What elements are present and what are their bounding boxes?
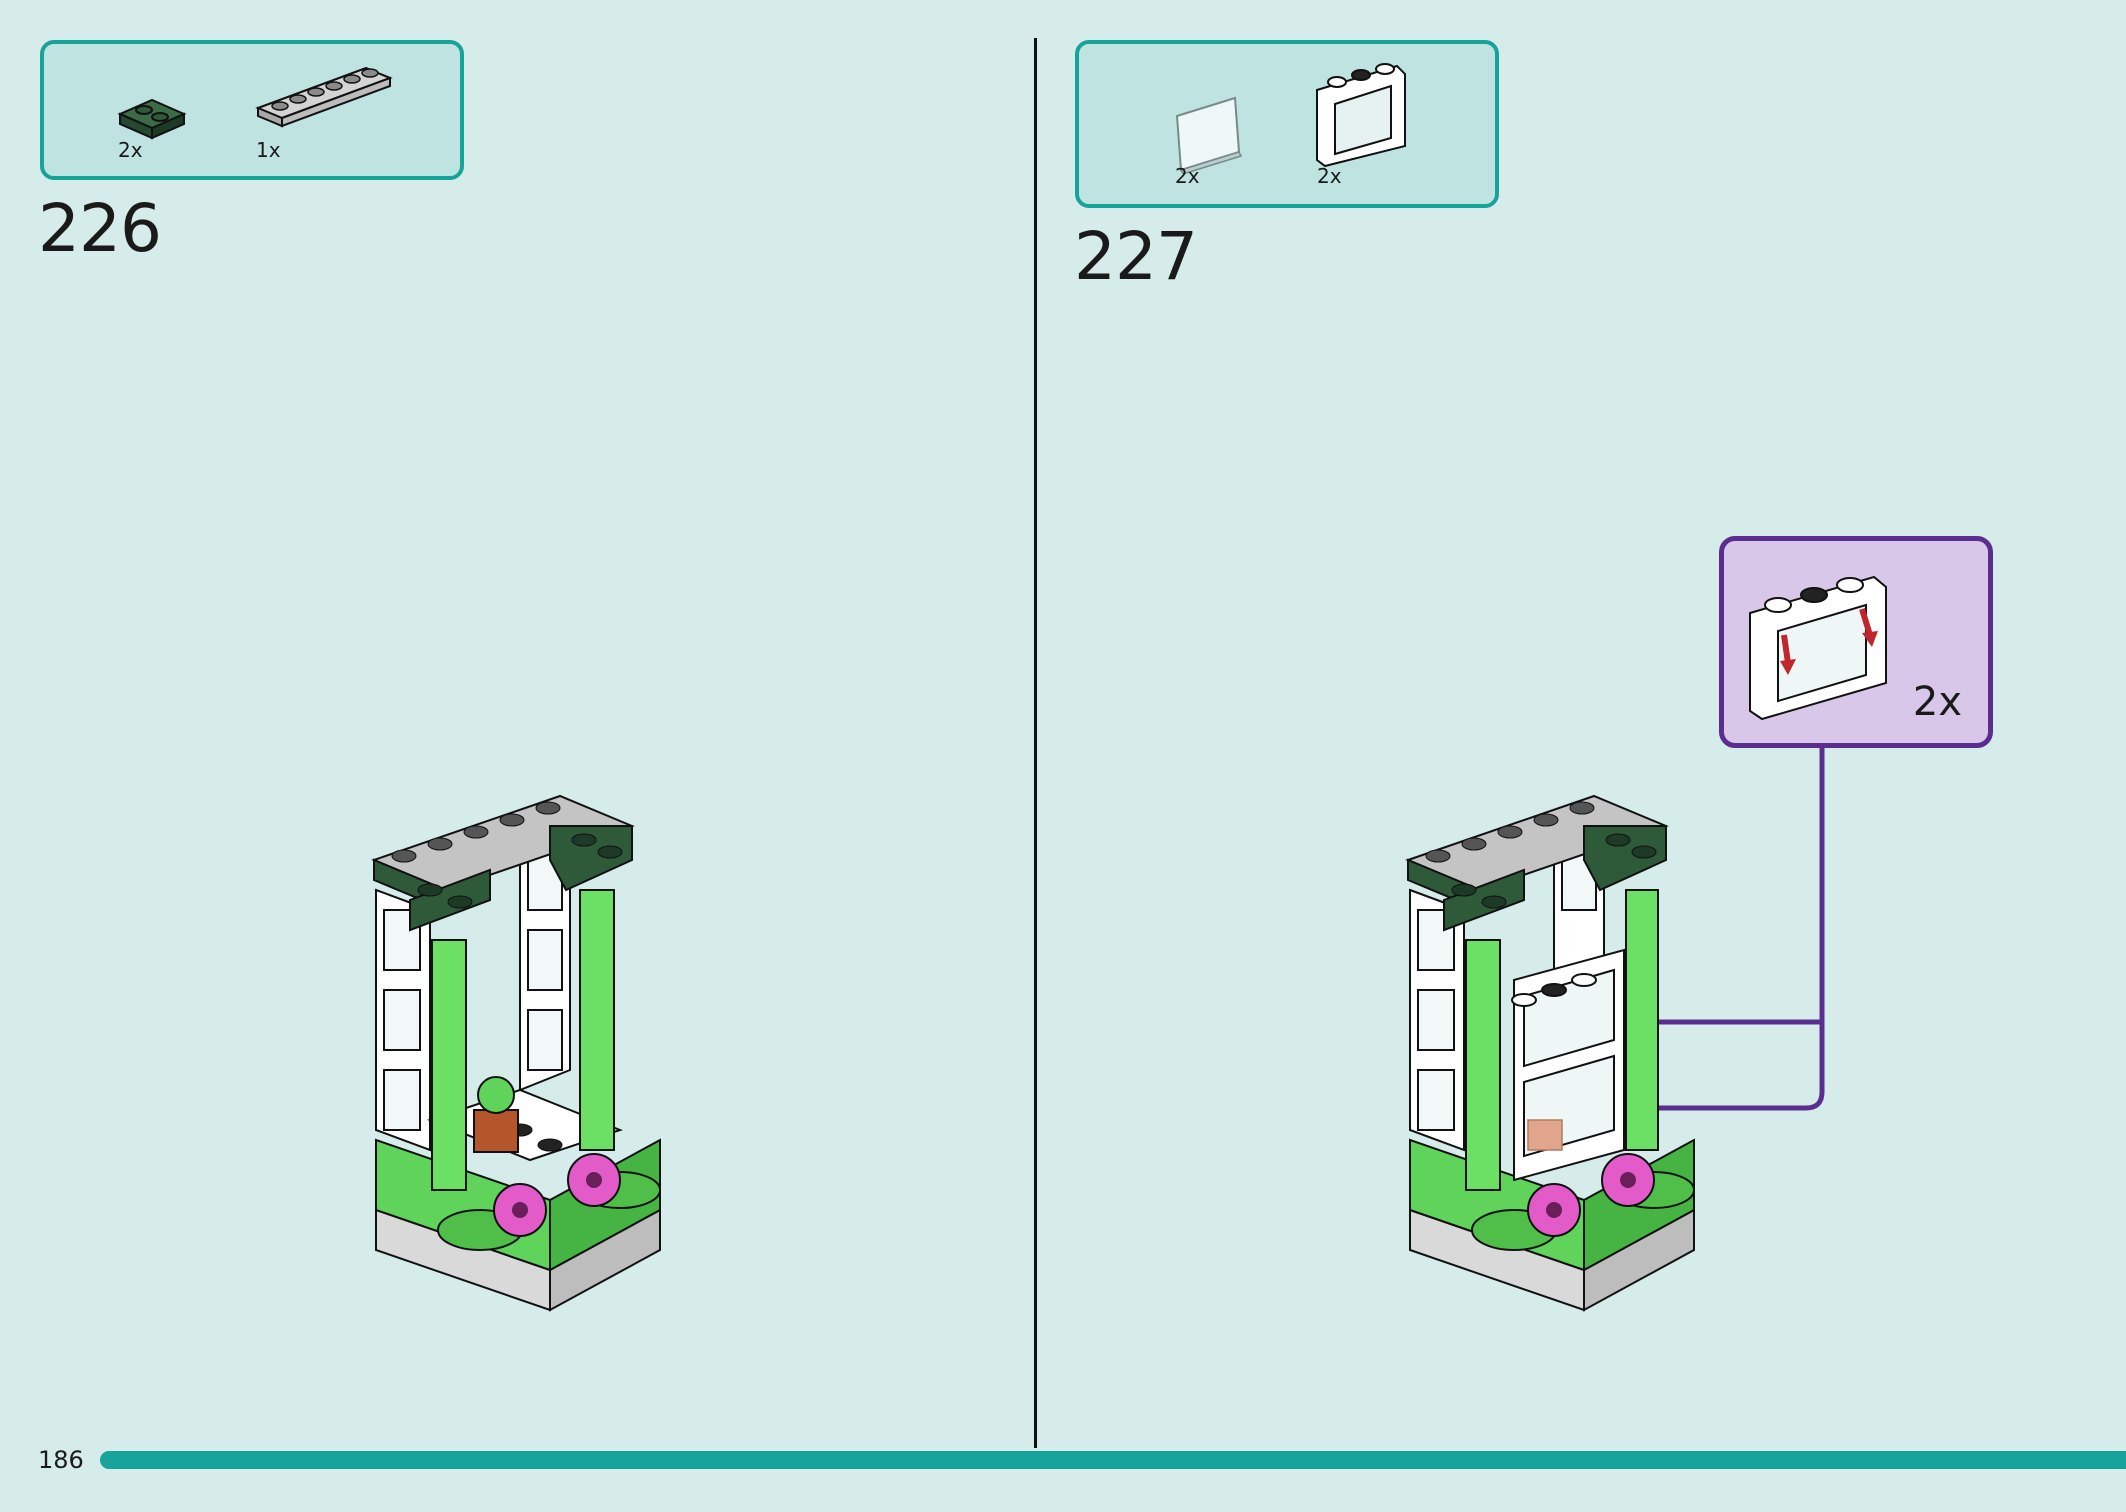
parts-list-box-227: 2x 2x [1075, 40, 1499, 208]
model-illustration-226 [371, 794, 661, 1312]
page-number: 186 [38, 1446, 84, 1474]
callout-qty: 2x [1912, 679, 1962, 725]
part-qty: 1x [256, 138, 281, 162]
parts-list-box-226: 2x 1x [40, 40, 464, 180]
sub-assembly-callout: 2x [1719, 536, 1993, 748]
step-number-226: 226 [38, 190, 162, 267]
transparent-glass-pane-icon [1175, 96, 1243, 174]
model-illustration-227 [1405, 794, 1695, 1312]
part-qty: 2x [1175, 164, 1200, 188]
part-qty: 2x [1317, 164, 1342, 188]
progress-bar [100, 1451, 2126, 1469]
step-number-227: 227 [1074, 218, 1198, 295]
window-with-glass-icon [1749, 575, 1887, 721]
part-qty: 2x [118, 138, 143, 162]
dark-green-plate-1x2-icon [117, 98, 187, 140]
page-divider [1034, 38, 1037, 1448]
light-gray-plate-1x6-icon [255, 66, 393, 128]
white-window-frame-icon [1316, 63, 1406, 168]
